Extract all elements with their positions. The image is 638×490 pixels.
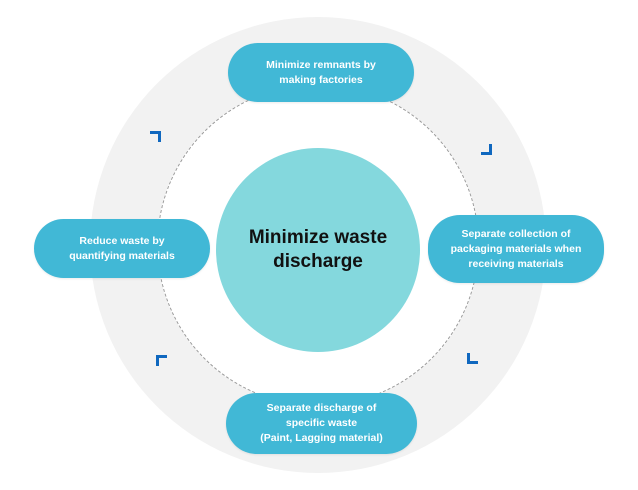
center-circle: Minimize waste discharge [216, 148, 420, 352]
corner-arrow-icon [467, 353, 478, 364]
node-separate-discharge: Separate discharge of specific waste (Pa… [226, 393, 417, 454]
corner-arrow-icon [481, 144, 492, 155]
node-text-line: quantifying materials [69, 249, 175, 262]
node-reduce-waste: Reduce waste by quantifying materials [34, 219, 210, 278]
node-text-line: (Paint, Lagging material) [260, 432, 383, 444]
node-text-line: making factories [279, 73, 363, 86]
node-minimize-remnants: Minimize remnants by making factories [228, 43, 414, 102]
node-separate-collection: Separate collection of packaging materia… [428, 215, 604, 283]
node-text-line: Separate discharge of [266, 402, 377, 414]
center-title: Minimize waste discharge [248, 227, 388, 272]
corner-arrow-icon [150, 131, 161, 142]
node-text-line: Minimize remnants by [266, 58, 376, 71]
node-text-line: Separate collection of [461, 227, 571, 240]
node-text-line: Reduce waste by [79, 234, 165, 247]
node-text-line: packaging materials when [450, 242, 582, 255]
corner-arrow-icon [156, 355, 167, 366]
node-text-line: receiving materials [468, 257, 564, 270]
node-text-line: specific waste [285, 417, 358, 429]
